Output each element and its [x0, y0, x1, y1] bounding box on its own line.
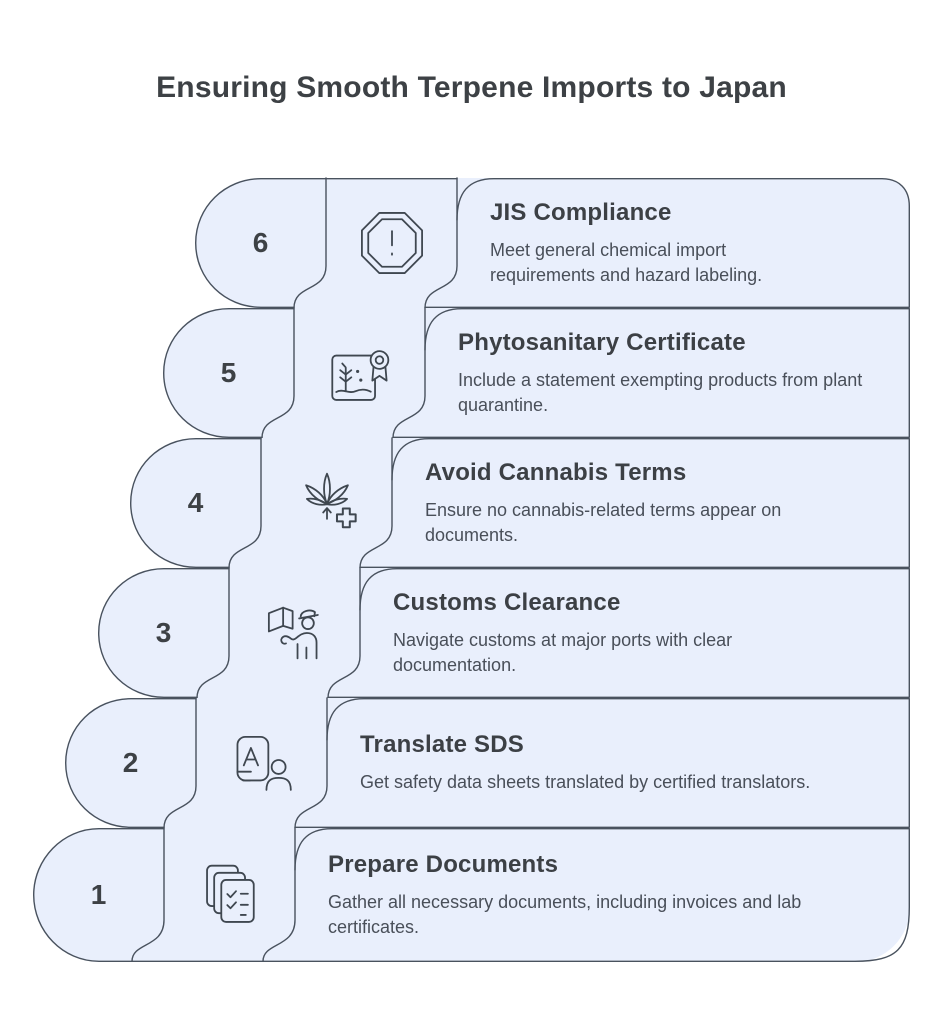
step-number: 3 — [155, 617, 172, 648]
step-description: Ensure no cannabis-related terms appear … — [425, 499, 782, 545]
step-card: Translate SDS Get safety data sheets tra… — [327, 698, 910, 828]
step-icon-panel — [294, 308, 425, 438]
step-description: Gather all necessary documents, includin… — [328, 891, 802, 937]
step-card: Avoid Cannabis Terms Ensure no cannabis-… — [392, 438, 910, 568]
step-description: Navigate customs at major ports with cle… — [393, 629, 733, 675]
step-row: 3 Customs Clearance Navigate customs at … — [98, 567, 910, 699]
step-number: 6 — [252, 227, 269, 258]
step-row: 4 Avoid Cannabis Terms Ensure no cannabi… — [130, 437, 910, 569]
step-title: Prepare Documents — [328, 850, 559, 878]
step-card: Prepare Documents Gather all necessary d… — [295, 828, 910, 962]
step-row: 6 JIS Compliance Meet general chemical i… — [195, 177, 910, 309]
customs-officer-icon — [257, 595, 333, 671]
step-number-bubble: 4 — [130, 438, 261, 568]
step-card: JIS Compliance Meet general chemical imp… — [457, 178, 910, 308]
step-title: Customs Clearance — [393, 588, 621, 616]
step-title: JIS Compliance — [490, 198, 672, 226]
alert-octagon-icon — [354, 205, 430, 281]
step-number-bubble: 3 — [98, 568, 229, 698]
page-title: Ensuring Smooth Terpene Imports to Japan — [156, 71, 787, 104]
step-title: Translate SDS — [360, 731, 525, 759]
step-row: 5 Phytosanitary Certificate Include a st… — [163, 307, 910, 439]
step-number: 4 — [187, 487, 204, 518]
documents-checklist-icon — [192, 857, 268, 933]
step-number-bubble: 5 — [163, 308, 294, 438]
step-number: 1 — [90, 879, 107, 910]
step-row: 2 Translate SDS Get safety data sheets t… — [65, 697, 910, 829]
step-row: 1 Prepare Documents Gather all necessary… — [33, 827, 910, 962]
step-number-bubble: 6 — [195, 178, 326, 308]
cannabis-medical-icon — [289, 465, 365, 541]
step-description: Include a statement exempting products f… — [458, 369, 863, 415]
plant-certificate-icon — [322, 335, 398, 411]
step-number-bubble: 1 — [33, 828, 164, 962]
step-icon-panel — [326, 178, 457, 308]
step-icon-panel — [164, 828, 295, 962]
step-icon-panel — [261, 438, 392, 568]
step-number: 2 — [122, 747, 139, 778]
step-card: Phytosanitary Certificate Include a stat… — [425, 308, 910, 438]
step-icon-panel — [196, 698, 327, 828]
step-description: Meet general chemical import requirement… — [490, 239, 763, 285]
step-icon-panel — [229, 568, 360, 698]
step-description: Get safety data sheets translated by cer… — [360, 772, 811, 793]
step-number: 5 — [220, 357, 237, 388]
step-title: Phytosanitary Certificate — [458, 328, 746, 356]
step-card: Customs Clearance Navigate customs at ma… — [360, 568, 910, 698]
step-title: Avoid Cannabis Terms — [425, 458, 687, 486]
step-number-bubble: 2 — [65, 698, 196, 828]
translate-document-icon — [224, 725, 300, 801]
